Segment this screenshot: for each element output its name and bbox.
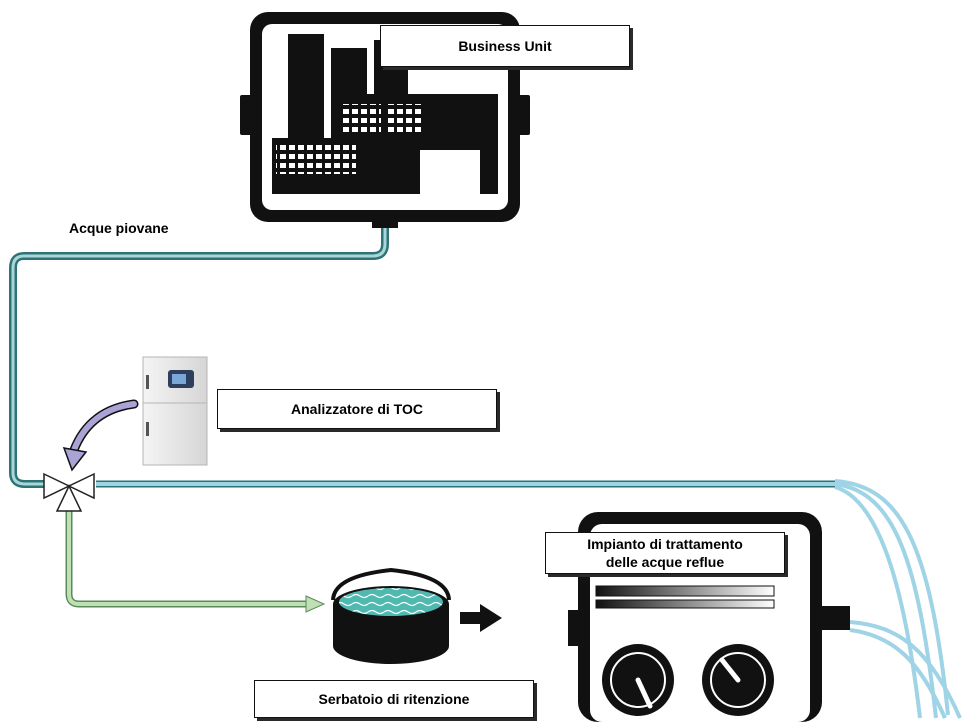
retention-tank-label: Serbatoio di ritenzione [254,680,534,718]
rain-water-pipe [9,226,389,488]
analyzer-cabinet-icon [142,356,208,466]
toc-analyzer-label: Analizzatore di TOC [217,389,497,429]
treatment-plant-text: Impianto di trattamento delle acque refl… [587,536,743,570]
retention-tank-text: Serbatoio di ritenzione [318,691,470,707]
rain-water-label: Acque piovane [69,220,169,236]
flow-arrow-icon [62,399,139,472]
three-way-valve-icon [43,472,95,512]
business-unit-label: Business Unit [380,25,630,67]
outflow-pipe [96,479,962,719]
retention-tank-icon [331,567,451,664]
rain-water-text: Acque piovane [69,220,169,236]
business-unit-text: Business Unit [458,38,552,54]
retention-pipe [65,508,326,613]
treatment-plant-label: Impianto di trattamento delle acque refl… [545,532,785,574]
tank-to-plant-arrow-icon [460,604,502,632]
toc-analyzer-text: Analizzatore di TOC [291,401,423,417]
